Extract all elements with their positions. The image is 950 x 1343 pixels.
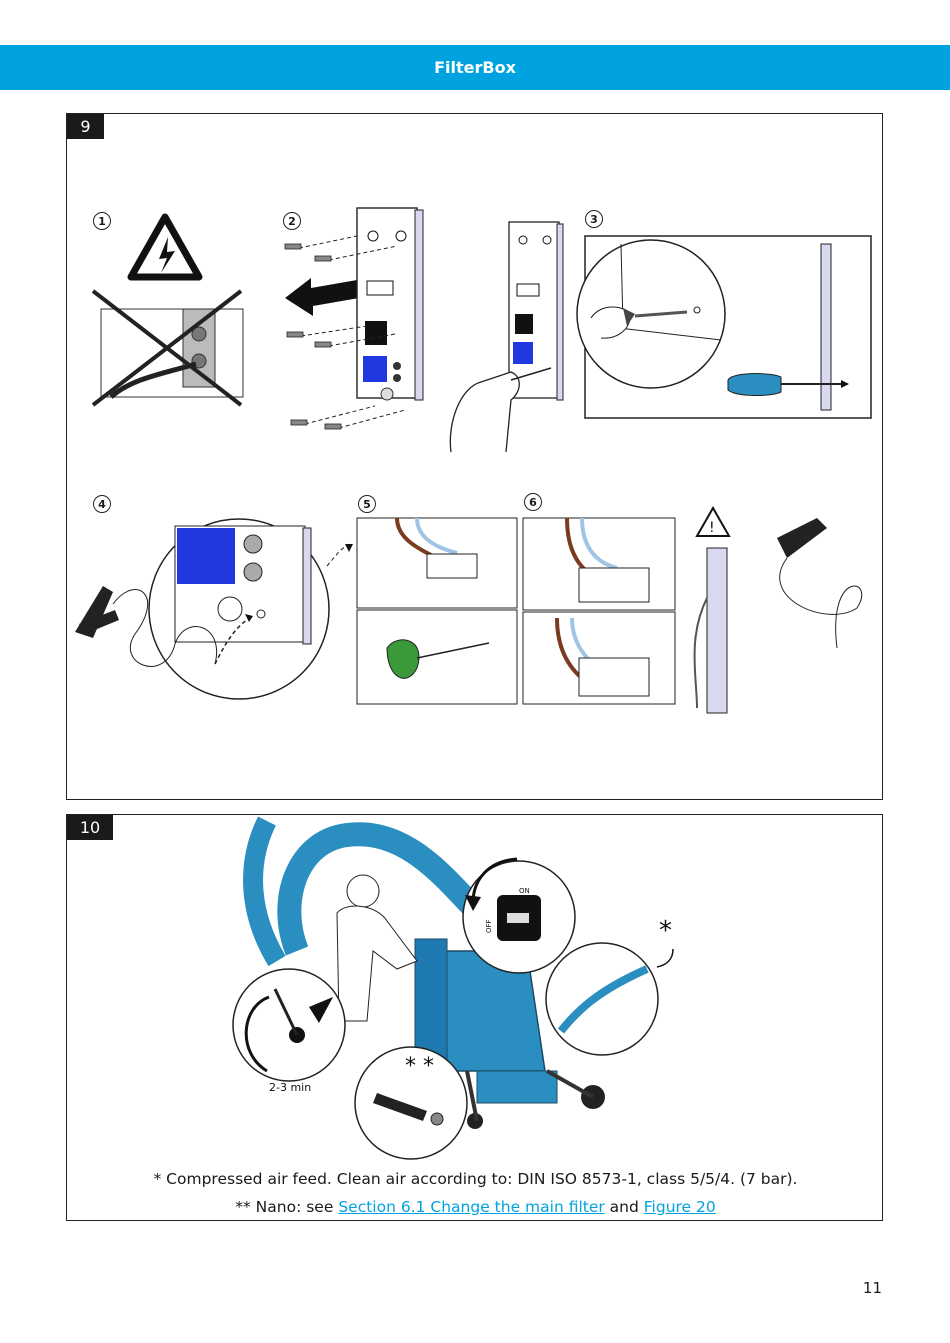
clamp-icon	[75, 586, 119, 638]
figure-20-link[interactable]: Figure 20	[643, 1198, 716, 1216]
page-number: 11	[862, 1279, 882, 1297]
step-badge-1: 1	[93, 212, 111, 230]
step-badge-4: 4	[93, 495, 111, 513]
step-badge-6: 6	[524, 493, 542, 511]
header-title: FilterBox	[434, 58, 516, 77]
figure-panel-10: 10 ON OFF *	[66, 814, 883, 1221]
wiring-illustration: !	[356, 505, 863, 714]
nano-note-prefix: ** Nano: see	[235, 1198, 339, 1216]
person-icon	[336, 874, 418, 1022]
timer-detail-inset: 2-3 min	[232, 968, 346, 1094]
section-6-1-link[interactable]: Section 6.1 Change the main filter	[338, 1198, 605, 1216]
panel-number: 10	[67, 815, 113, 840]
high-voltage-warning-icon	[127, 213, 203, 281]
screwdriver-illustration	[449, 221, 872, 453]
rotate-clockwise-icon	[244, 995, 270, 1073]
machine-startup-illustration: ON OFF * 2-3 min * *	[232, 816, 674, 1160]
step-badge-5: 5	[358, 495, 376, 513]
asterisk-double: * *	[405, 1054, 434, 1079]
timer-label: 2-3 min	[269, 1081, 311, 1094]
general-warning-icon	[695, 505, 731, 537]
step-badge-3: 3	[585, 210, 603, 228]
nano-note-mid: and	[604, 1198, 644, 1216]
arrow-left-icon	[285, 278, 359, 316]
ground-clamp-illustration	[75, 518, 353, 700]
cross-out-icon	[91, 289, 243, 407]
switch-on-label: ON	[519, 887, 530, 895]
step-badge-2: 2	[283, 212, 301, 230]
panel-removal-illustration	[284, 207, 424, 430]
air-feed-detail-inset	[545, 942, 659, 1056]
nano-note: ** Nano: see Section 6.1 Change the main…	[67, 1198, 884, 1216]
compressed-air-note: * Compressed air feed. Clean air accordi…	[153, 1170, 798, 1188]
page-header: FilterBox	[0, 45, 950, 90]
svg-text:!: !	[709, 520, 715, 536]
electric-hazard-illustration	[91, 213, 244, 407]
switch-off-label: OFF	[485, 919, 493, 933]
nano-detail-inset	[354, 1046, 468, 1160]
switch-detail-inset: ON OFF	[462, 857, 576, 974]
asterisk-single: *	[659, 916, 672, 946]
clamp-icon-2	[777, 518, 827, 558]
figure-panel-9: 9 1 2 3 4 5 6	[66, 113, 883, 800]
panel-number: 9	[67, 114, 104, 139]
